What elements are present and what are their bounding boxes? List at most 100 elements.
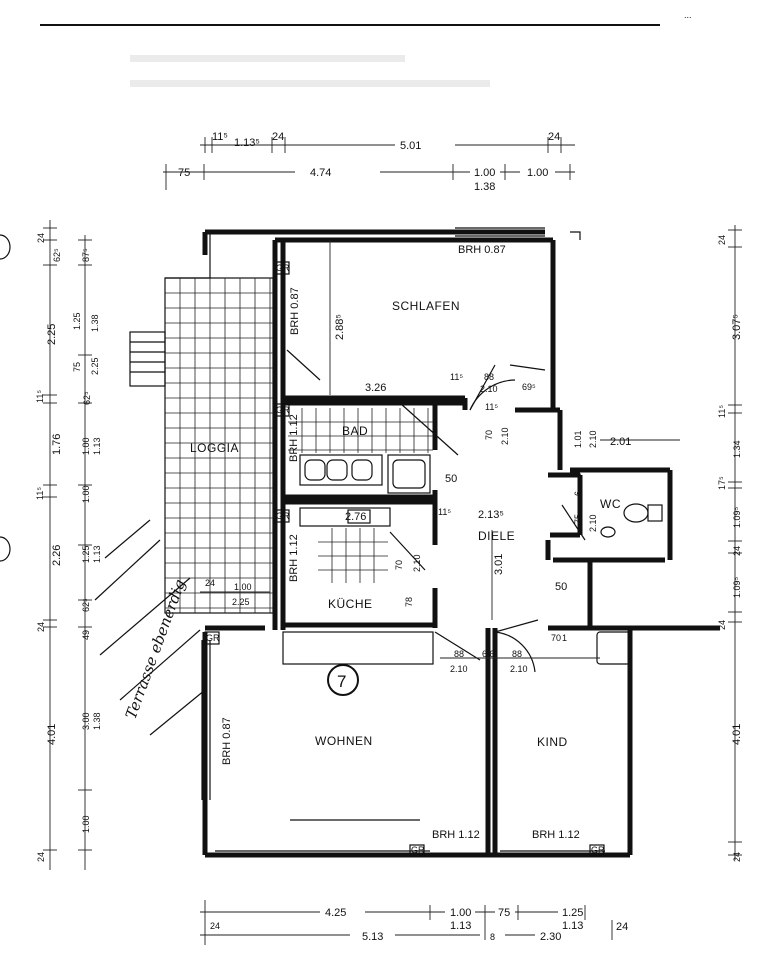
dim-loggia-225: 2.25 [232,597,250,607]
dim-wc-d: 75 [573,514,583,524]
dim-bottom-j: 2.30 [540,931,561,943]
bath-fixtures [288,408,433,494]
dim-d115: 11⁵ [485,402,498,412]
dim-right-c: 11⁵ [717,405,727,418]
brh-schlafen-window: BRH 0.87 [458,244,506,256]
dim-left-t: 24 [36,622,46,632]
dim-d66: 6.6 [482,649,495,659]
dim-top-j: 1.00 [527,167,548,179]
dim-left-z: 24 [36,852,46,862]
dim-kue-78: 78 [404,597,414,607]
dim-right-g: 24 [732,546,742,556]
dimensions-left: 24 62⁵ 87⁵ 2.25 1.25 1.38 75 2.25 11⁵ 62… [35,220,102,870]
dim-d50: 50 [555,581,567,593]
dim-left-y: 1.00 [81,815,91,833]
dimensions-bottom: 4.25 1.00 75 1.25 1.13 1.13 24 5.13 8 2.… [200,900,628,945]
dim-bottom-e: 1.13 [450,920,471,932]
dim-door3: 70 [484,430,494,440]
dim-right-b: 3.07⁵ [731,314,743,340]
dim-left-b: 62⁵ [52,248,62,262]
dim-door4: 1.01 [573,430,583,448]
punch-hole-top [0,234,11,260]
loggia-tiles [129,232,274,614]
gr-marker-2: GR [276,405,290,415]
dim-loggia-24: 24 [205,578,215,588]
dim-left-m: 1.13 [92,437,102,455]
punch-hole-bottom [0,536,11,562]
room-label-loggia: LOGGIA [190,441,239,455]
dim-bad-50: 50 [445,473,457,485]
terrace-hatching [94,519,206,736]
dim-top-h: 1.00 [474,167,495,179]
gr-marker-6: GR [591,845,605,855]
dim-left-j: 62⁵ [82,391,92,405]
dim-bottom-g: 24 [210,921,220,931]
dim-left-s: 62⁵ [81,598,91,612]
dim-kue-w: 2.76 [345,511,366,523]
room-label-kind: KIND [537,735,568,749]
dim-left-o: 1.00 [81,485,91,503]
dim-left-g: 75 [72,362,82,372]
dim-bottom-h: 5.13 [362,931,383,943]
unit-number: 7 [337,672,346,691]
dim-right-a: 24 [717,235,727,245]
room-label-schlafen: SCHLAFEN [392,299,460,313]
dim-d210b: 2.10 [510,664,528,674]
gr-marker-3: GR [276,511,290,521]
dim-door1: 11⁵ [450,372,463,382]
dim-left-i: 11⁵ [35,390,45,403]
dim-left-r: 1.13 [92,545,102,563]
dim-left-f: 1.38 [90,314,100,332]
dim-bottom-a: 4.25 [325,907,346,919]
dim-top-i: 1.38 [474,181,495,193]
dim-left-e: 1.25 [72,312,82,330]
dim-kue-210: 2.10 [412,554,422,572]
kitchen-fixtures [299,507,391,583]
windows [201,227,605,852]
dim-left-p: 2.26 [51,545,63,566]
interior-details [282,631,631,821]
dim-d210a: 2.10 [450,664,468,674]
dim-right-f: 1.09⁵ [732,506,742,528]
gr-marker-1: GR [276,263,290,273]
dim-wc-f: 12 [573,468,583,478]
dim-bottom-k: 24 [616,921,628,933]
dim-right-i: 24 [717,620,727,630]
gr-marker-4: GR [206,633,220,643]
room-label-bad: BAD [342,424,368,438]
dim-kue-70: 70 [394,560,404,570]
dim-door1c: 2.10 [480,384,498,394]
room-label-diele: DIELE [478,529,515,543]
dim-top-e: 24 [548,131,560,143]
dim-d88b: 88 [512,649,522,659]
brh-wohnen-window: BRH 1.12 [432,829,480,841]
dim-bad-w: 3.26 [365,382,386,394]
dim-wc-e: 2.10 [588,514,598,532]
brh-schlafen-side: BRH 0.87 [289,287,301,335]
dim-top-b: 1.13⁵ [234,137,260,149]
dimensions-top: 11⁵ 1.13⁵ 24 5.01 24 75 4.74 1.00 1.38 1… [163,131,575,193]
dim-left-u: 49 [81,630,91,640]
corner-mark: ... [684,10,692,20]
dimensions-right: 24 3.07⁵ 11⁵ 1.34 17⁵ 1.09⁵ 24 1.09⁵ 24 … [717,225,743,862]
dim-diele-213: 2.13⁵ [478,509,504,521]
dim-top-d: 5.01 [400,140,421,152]
dim-top-c: 24 [272,131,284,143]
dim-door3b: 2.10 [500,427,510,445]
dim-d88a: 88 [454,649,464,659]
dim-right-h: 1.09⁵ [732,576,742,598]
dim-left-h: 2.25 [90,357,100,375]
dim-diele-301: 3.01 [493,554,505,575]
dim-bottom-f: 1.13 [562,920,583,932]
dim-left-a: 24 [36,233,46,243]
dim-left-d: 2.25 [46,324,58,345]
dim-schlafen-h: 2.88⁵ [334,314,346,340]
dim-door4b: 2.10 [588,430,598,448]
dim-bottom-d: 1.25 [562,907,583,919]
dim-wc-g: 6 [573,491,583,496]
brh-wohnen-side: BRH 0.87 [221,717,233,765]
dim-left-c: 87⁵ [81,248,91,262]
dim-right-k: 24 [732,852,742,862]
dim-left-q: 1.25 [81,545,91,563]
